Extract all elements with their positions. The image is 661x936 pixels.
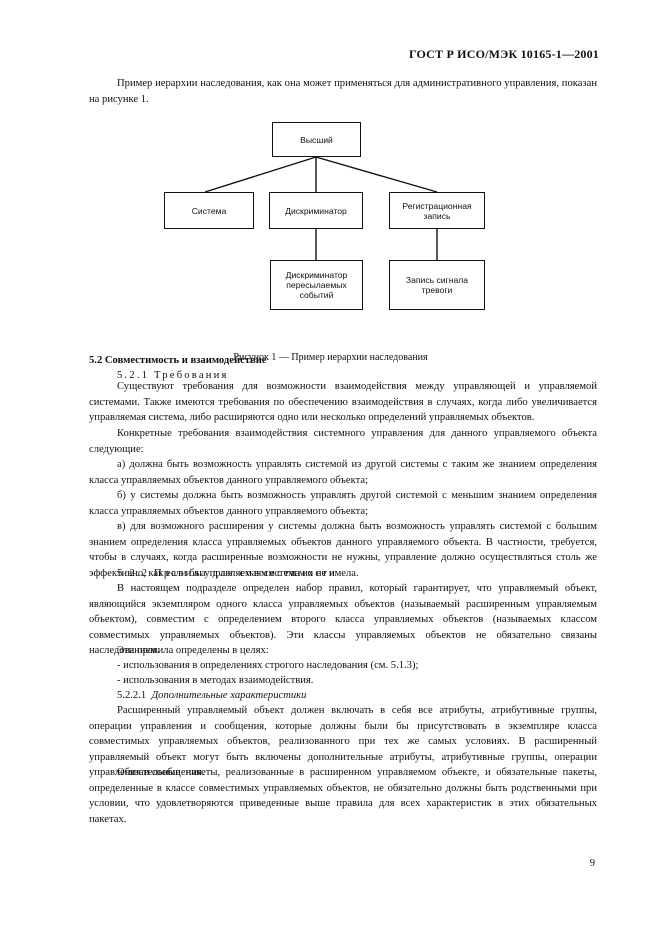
subsection-number: 5.2.2.1 [117,690,147,701]
list-item-b: б) у системы должна быть возможность упр… [89,490,597,517]
intro-paragraph: Пример иерархии наследования, как она мо… [89,78,597,105]
figure-caption: Рисунок 1 — Пример иерархии наследования [233,352,428,363]
subsection-title: Дополнительные характеристики [151,690,307,701]
paragraph-requirements: Существуют требования для возможности вз… [89,381,597,424]
subsection-5-2-2-1-heading: 5.2.2.1 Дополнительные характеристики [117,688,306,704]
section-heading: 5.2 Совместимость и взаимодействие [89,355,267,366]
node-system: Система [164,192,254,229]
paragraph-compatibility-rules: В настоящем подразделе определен набор п… [89,583,597,657]
purpose-item-2: - использования в методах взаимодействия… [117,675,314,686]
node-top: Высший [272,122,361,157]
node-event-discriminator: Дискриминатор пересылаемых событий [270,260,363,310]
connector-top-system [204,156,317,193]
paragraph-mandatory-packages: Обязательные пакеты, реализованные в рас… [89,767,597,825]
paragraph-specific-requirements: Конкретные требования взаимодействия сис… [89,428,597,455]
node-discriminator: Дискриминатор [269,192,363,229]
page-number: 9 [589,858,595,869]
paragraph-additional-characteristics: Расширенный управляемый объект должен вк… [89,705,597,779]
purpose-item-1: - использования в определениях строгого … [117,660,419,671]
node-registration-record: Регистрационная запись [389,192,485,229]
document-header: ГОСТ Р ИСО/МЭК 10165-1—2001 [408,47,599,61]
subsection-5-2-2-heading: 5.2.2 Правила для совместимости [117,568,337,579]
node-alarm-record: Запись сигнала тревоги [389,260,485,310]
subsection-5-2-1-heading: 5.2.1 Требования [117,370,229,381]
list-item-a: а) должна быть возможность управлять сис… [89,459,597,486]
paragraph-rules-purpose: Эти правила определены в целях: [117,645,269,656]
connector-top-registration [315,156,438,193]
diagram-connectors [204,156,438,260]
list-item-c: в) для возможного расширения у системы д… [89,521,597,579]
